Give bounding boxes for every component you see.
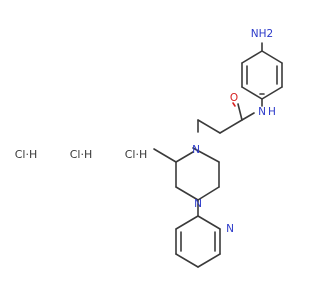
counterion-labels: Cl·H Cl·H Cl·H xyxy=(15,148,148,161)
carbon-chain-bond xyxy=(219,119,243,134)
aniline-ring-bond xyxy=(261,50,283,64)
piperazine-ring-bond xyxy=(192,147,220,163)
amine-label: NH2 xyxy=(251,28,273,40)
pyridine-ring-bond xyxy=(175,215,199,230)
chemical-structure-diagram: NH2 N H O N N N Cl·H Cl·H Cl·H xyxy=(15,28,283,268)
pyridine-nitrogen-label: N xyxy=(226,223,234,235)
atom-labels: NH2 N H O N N N xyxy=(192,28,276,235)
aniline-ring-bond xyxy=(241,50,263,64)
carbonyl-bond xyxy=(237,103,243,121)
aniline-ring-bond xyxy=(241,86,263,100)
piperazine-ring-bond xyxy=(197,186,220,201)
pyridine-ring-bond xyxy=(175,253,199,268)
piperazine-ring-bond xyxy=(175,186,199,201)
amide-hydrogen-label: H xyxy=(268,106,276,118)
carbonyl-oxygen-label: O xyxy=(230,92,238,104)
piperazine-ring-bond xyxy=(175,151,194,163)
hydrochloride-label-3: Cl·H xyxy=(125,148,148,161)
pyridine-ring-bond xyxy=(197,215,221,230)
piperazine-n1-label: N xyxy=(192,144,200,156)
hydrochloride-label-2: Cl·H xyxy=(70,148,93,161)
carbon-chain-bond xyxy=(197,119,221,134)
bonds xyxy=(153,42,283,268)
hydrochloride-label-1: Cl·H xyxy=(15,148,38,161)
piperazine-n4-label: N xyxy=(194,198,202,210)
amide-nitrogen-label: N xyxy=(258,106,266,118)
aniline-ring-bond xyxy=(261,86,283,100)
carbonyl-double-bond xyxy=(232,102,236,107)
methyl-bond xyxy=(153,148,177,163)
pyridine-ring-bond xyxy=(197,253,221,268)
amide-n-carbonyl-bond xyxy=(241,112,255,121)
